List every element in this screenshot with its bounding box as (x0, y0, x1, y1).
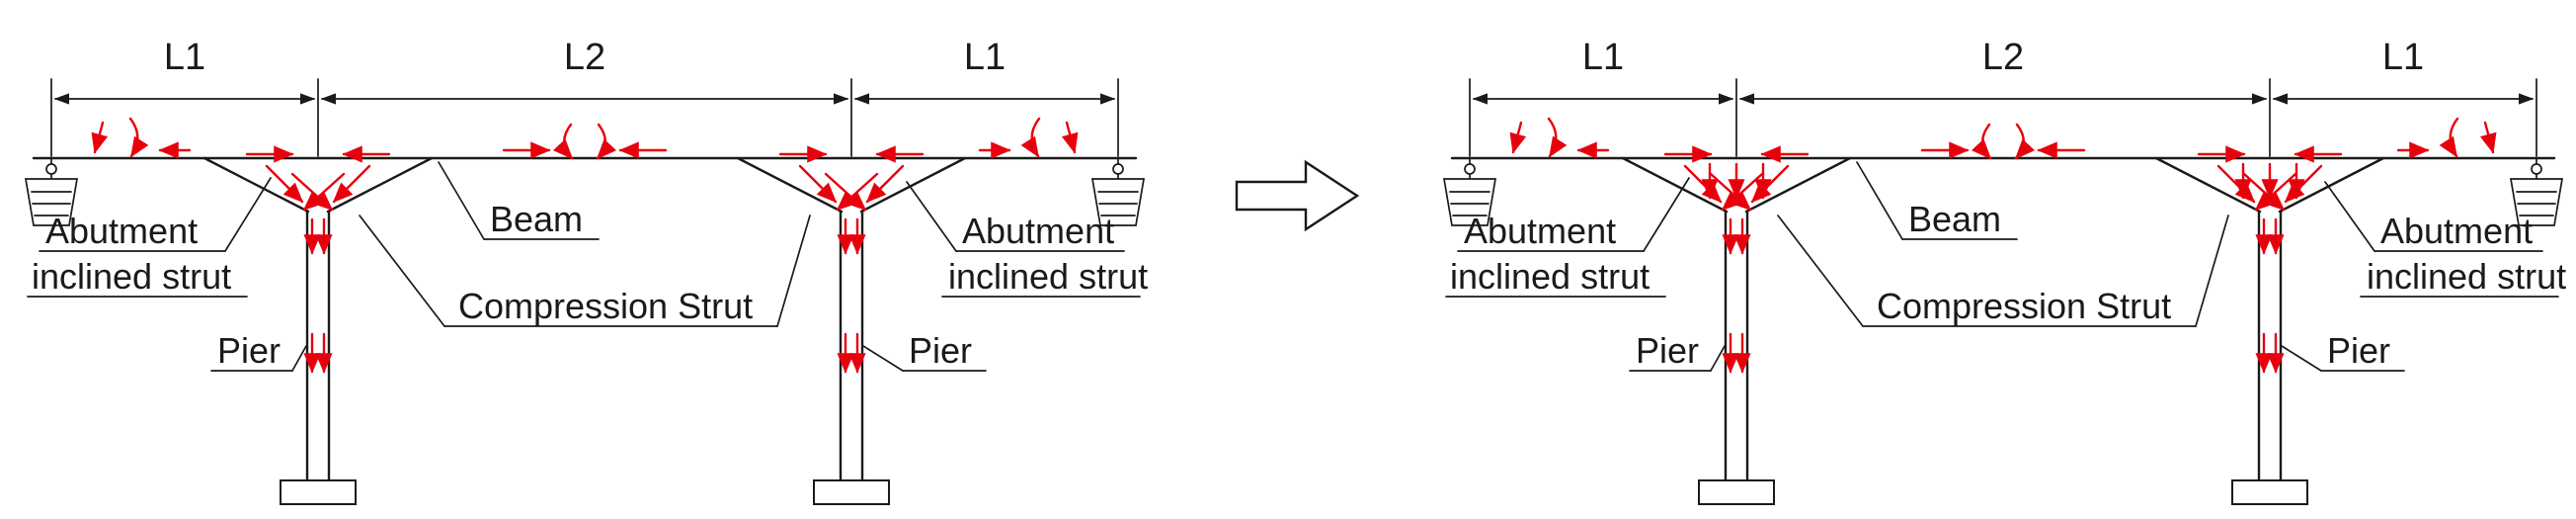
label-compression-strut: Compression Strut (359, 215, 811, 327)
compression-strut-label: Compression Strut (458, 286, 753, 326)
abutment-left (24, 157, 79, 226)
label-abutment-left: Abutment inclined strut (1445, 177, 1690, 298)
right-arrow-icon (1235, 159, 1360, 232)
label-beam: Beam (1856, 161, 2018, 240)
leader-beam (438, 161, 485, 240)
abutment-left-label-line1: Abutment (45, 211, 198, 251)
abutment-right-label-line2: inclined strut (948, 256, 1148, 297)
abutment-right (2509, 157, 2564, 226)
leader-compression-left (359, 215, 445, 327)
label-beam: Beam (438, 161, 600, 240)
dim-label-l2: L2 (564, 37, 605, 78)
abutment-right (1090, 157, 1146, 226)
leader-abutment-right (906, 181, 957, 252)
abutment-left (1442, 157, 1497, 226)
diagram-before: L1 L2 L1 (24, 37, 1148, 505)
leader-abutment-left (1643, 177, 1690, 252)
dim-label-l2: L2 (1982, 37, 2024, 78)
leader-pier-left (291, 345, 307, 372)
leader-pier-right (862, 345, 904, 372)
label-abutment-left: Abutment inclined strut (27, 177, 272, 298)
force-arrows (91, 117, 1079, 374)
compression-strut-label: Compression Strut (1877, 286, 2171, 326)
dim-label-l1-right: L1 (2382, 37, 2424, 78)
leader-pier-right (2281, 345, 2322, 372)
leader-abutment-right (2324, 181, 2375, 252)
leader-beam (1856, 161, 1903, 240)
beam-label: Beam (490, 199, 583, 239)
abutment-left-label-line2: inclined strut (1450, 256, 1650, 297)
beam-label: Beam (1908, 199, 2001, 239)
label-pier-right: Pier (862, 330, 987, 372)
abutment-right-label-line1: Abutment (2380, 211, 2533, 251)
pier-right (2154, 156, 2385, 505)
dim-label-l1-left: L1 (164, 37, 205, 78)
leader-compression-right (2195, 215, 2229, 327)
label-pier-right: Pier (2281, 330, 2405, 372)
leader-compression-left (1777, 215, 1864, 327)
label-abutment-right: Abutment inclined strut (2324, 181, 2566, 298)
transform-arrow (1235, 159, 1360, 232)
dim-label-l1-right: L1 (964, 37, 1006, 78)
dimension-lines (50, 78, 1119, 157)
pier-right-label: Pier (909, 330, 972, 371)
pier-right-label: Pier (2327, 330, 2390, 371)
pier-right (736, 156, 967, 505)
diagram-after: L1 L2 L1 (1442, 37, 2566, 505)
label-abutment-right: Abutment inclined strut (906, 181, 1148, 298)
dimension-lines (1469, 78, 2537, 157)
label-pier-left: Pier (210, 330, 307, 372)
pier-left-label: Pier (1636, 330, 1699, 371)
abutment-right-label-line1: Abutment (962, 211, 1114, 251)
dim-label-l1-left: L1 (1582, 37, 1624, 78)
force-arrows-extra (1701, 162, 2305, 200)
leader-abutment-left (224, 177, 272, 252)
label-pier-left: Pier (1629, 330, 1726, 372)
pier-left-label: Pier (217, 330, 281, 371)
abutment-left-label-line2: inclined strut (32, 256, 231, 297)
leader-pier-left (1710, 345, 1726, 372)
abutment-right-label-line2: inclined strut (2367, 256, 2566, 297)
abutment-left-label-line1: Abutment (1464, 211, 1616, 251)
leader-compression-right (776, 215, 811, 327)
label-compression-strut: Compression Strut (1777, 215, 2229, 327)
